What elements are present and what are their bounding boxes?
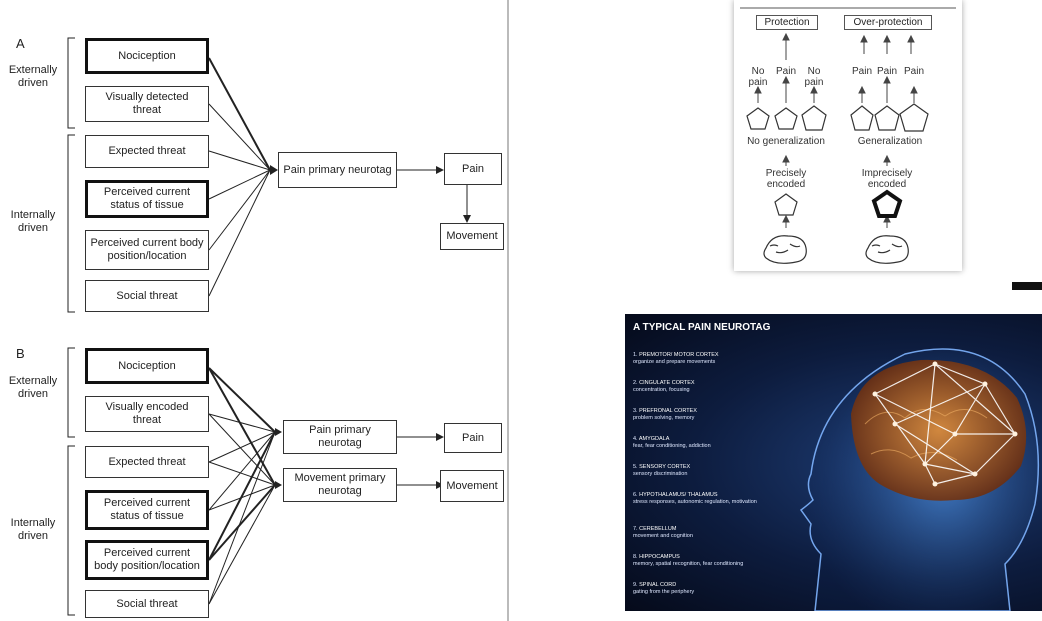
panel-a-body-position: Perceived current body position/location — [85, 230, 209, 270]
over-protection-title: Over-protection — [844, 15, 932, 30]
pain-label-r1: Pain — [851, 66, 872, 77]
panel-a-letter: A — [16, 36, 25, 51]
panel-a-expected-threat: Expected threat — [85, 135, 209, 168]
panel-a-social-threat: Social threat — [85, 280, 209, 312]
imprecisely-encoded-label: Imprecisely encoded — [861, 168, 913, 190]
panel-b-external-label: Externally driven — [8, 375, 58, 400]
black-bar — [1012, 282, 1042, 290]
generalization-diagram: Protection Over-protection No pain Pain … — [734, 0, 962, 271]
panel-a-tissue-status: Perceived current status of tissue — [85, 180, 209, 218]
panel-a-pain-output: Pain — [444, 153, 502, 185]
panel-b-pain-output: Pain — [444, 423, 502, 453]
panel-a-external-label: Externally driven — [8, 64, 58, 89]
generalization-art — [740, 7, 956, 264]
pain-label-r2: Pain — [876, 66, 897, 77]
panel-a-pain-neurotag: Pain primary neurotag — [278, 152, 397, 188]
panel-b-visual-threat: Visually encoded threat — [85, 396, 209, 432]
pentagon-shape — [746, 107, 770, 130]
panel-a-visual-threat: Visually detected threat — [85, 86, 209, 122]
panel-b-nociception: Nociception — [85, 348, 209, 384]
panel-a-nociception: Nociception — [85, 38, 209, 74]
panel-b-movement-output: Movement — [440, 470, 504, 502]
pain-label-r3: Pain — [903, 66, 924, 77]
panel-b-tissue-status: Perceived current status of tissue — [85, 490, 209, 530]
pain-diagram: A Externally driven Internally driven No… — [0, 0, 510, 621]
pain-label-left: Pain — [775, 66, 796, 77]
no-pain-label-2: No pain — [804, 66, 824, 88]
diagram-connectors — [67, 0, 509, 621]
generalization-label: Generalization — [857, 136, 923, 147]
panel-b-social-threat: Social threat — [85, 590, 209, 618]
pain-neurotag-panel: A TYPICAL PAIN NEUROTAG 1. PREMOTOR/ MOT… — [625, 314, 1042, 611]
precisely-encoded-label: Precisely encoded — [765, 168, 807, 190]
head-illustration — [799, 348, 1040, 611]
protection-title: Protection — [756, 15, 818, 30]
neurotag-title: A TYPICAL PAIN NEUROTAG — [633, 322, 771, 333]
no-pain-label-1: No pain — [748, 66, 768, 88]
panel-b-pain-neurotag: Pain primary neurotag — [283, 420, 397, 454]
panel-b-letter: B — [16, 346, 25, 361]
panel-b-expected-threat: Expected threat — [85, 446, 209, 478]
panel-b-movement-neurotag: Movement primary neurotag — [283, 468, 397, 502]
panel-b-internal-label: Internally driven — [10, 517, 56, 542]
panel-b-body-position: Perceived current body position/location — [85, 540, 209, 580]
panel-a-movement-output: Movement — [440, 223, 504, 250]
no-generalization-label: No generalization — [747, 136, 825, 147]
panel-a-internal-label: Internally driven — [10, 209, 56, 234]
